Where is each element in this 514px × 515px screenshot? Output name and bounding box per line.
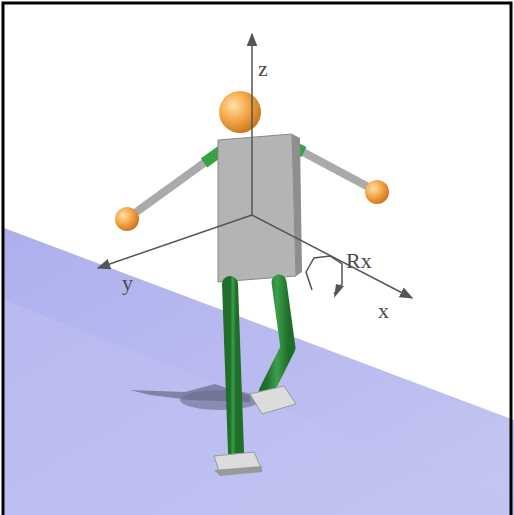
right-arm xyxy=(288,144,374,190)
right-foot xyxy=(250,386,296,414)
rotation-label: Rx xyxy=(346,250,372,272)
right-hand xyxy=(365,180,389,204)
head xyxy=(219,91,261,133)
y-axis xyxy=(98,215,252,268)
torso-side xyxy=(292,134,302,276)
axis-label: x xyxy=(378,300,389,322)
robot-shadow xyxy=(180,390,260,410)
torso xyxy=(218,134,296,282)
rotation-arrowhead xyxy=(334,284,344,298)
x-axis xyxy=(252,215,412,298)
left-hand xyxy=(115,207,139,231)
floor-band xyxy=(4,300,514,515)
z-axis xyxy=(251,34,253,215)
left-arm xyxy=(128,150,222,218)
left-foot-side xyxy=(214,466,262,476)
left-leg xyxy=(230,284,236,452)
frame-border xyxy=(3,3,511,515)
axis-label: z xyxy=(258,58,268,80)
axis-label: y xyxy=(122,272,133,294)
right-leg xyxy=(266,282,288,392)
